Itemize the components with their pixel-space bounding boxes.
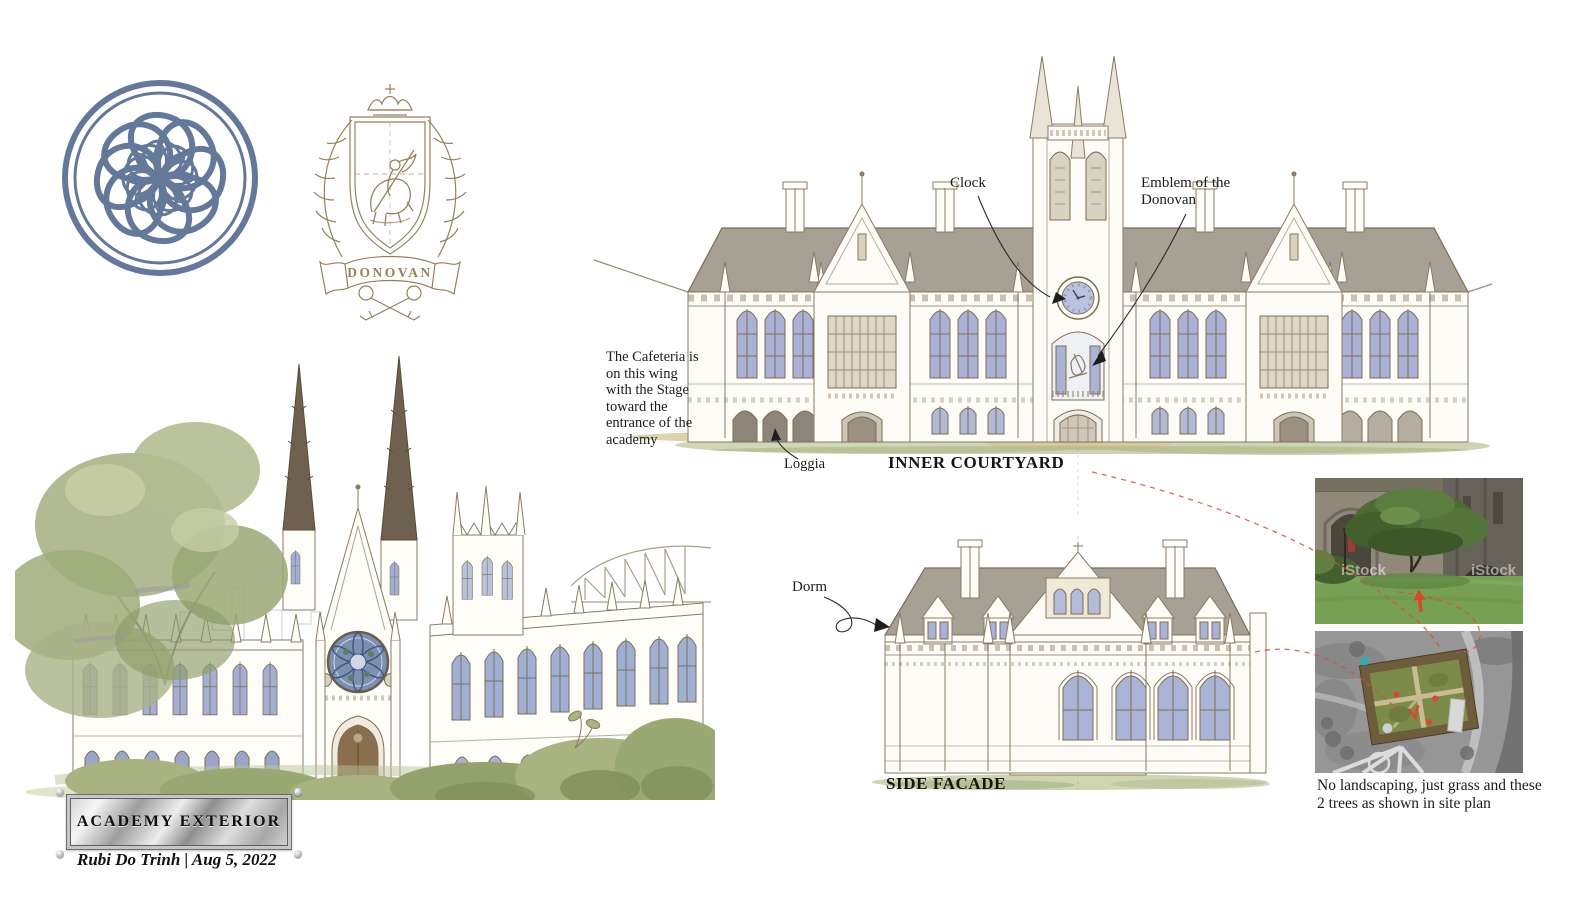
clock-label: Clock (950, 175, 986, 191)
crest-crossed-keys (358, 285, 422, 321)
right-ground-arches (1337, 410, 1423, 443)
side-end-pier (1249, 612, 1267, 774)
cafeteria-note-line: on this wing (606, 365, 678, 382)
site-plan-note-line: No landscaping, just grass and these (1317, 777, 1542, 794)
dorm-pointer-line (823, 596, 877, 633)
crest-laurel-right (427, 119, 467, 258)
crest-shield (349, 116, 431, 255)
left-pavilion (808, 171, 916, 443)
right-pavilion (1240, 171, 1348, 443)
clock-tower (1029, 55, 1127, 443)
rose-window-petals (93, 111, 227, 245)
crest-laurel-left (313, 119, 353, 258)
foliage-foreground (25, 710, 715, 800)
loggia-label: Loggia (784, 456, 826, 472)
chapel-rose-window (326, 630, 390, 694)
author-credit: Rubi Do Trinh | Aug 5, 2022 (77, 850, 277, 869)
cafeteria-note-line: academy (606, 431, 658, 448)
emblem-label-line1: Emblem of the (1141, 175, 1231, 191)
dorm-label: Dorm (792, 579, 827, 595)
emblem-niche (1051, 331, 1105, 401)
siteplan-teal-marker (1360, 656, 1369, 666)
donovan-crest: DONOVAN (313, 84, 467, 321)
siteplan-red-arrow (1407, 704, 1420, 721)
tower-entrance (1053, 409, 1103, 443)
side-ground-wash (872, 774, 1270, 790)
crest-crown (367, 84, 413, 116)
siteplan-shore (1495, 631, 1523, 773)
leaf-doodles (568, 710, 601, 749)
side-facade-title: SIDE FACADE (886, 774, 1007, 793)
rose-window-motif (62, 80, 258, 276)
rose-window-center-flower (125, 143, 195, 213)
emblem-label: Emblem of the Donovan (1141, 175, 1230, 209)
siteplan-fan-paths (1332, 745, 1425, 773)
tree-reference-photo: iStock iStock (1315, 478, 1523, 624)
crest-knight-figure (369, 149, 417, 227)
cafeteria-note-line: The Cafeteria is (606, 349, 699, 365)
inner-courtyard-elevation (593, 55, 1493, 455)
site-plan-note: No landscaping, just grass and these 2 t… (1317, 777, 1542, 813)
screw-icon (56, 850, 64, 858)
academy-perspective-illustration (15, 355, 715, 800)
site-plan-note-line: 2 trees as shown in site plan (1317, 795, 1491, 812)
istock-watermark: iStock (1341, 562, 1387, 579)
side-base-courses (885, 745, 1250, 762)
screw-icon (294, 788, 302, 796)
crest-banner-text: DONOVAN (347, 265, 433, 280)
cafeteria-note-line: toward the (606, 398, 668, 415)
crossing-tower (452, 485, 526, 636)
cafeteria-note-line: with the Stage (606, 382, 689, 398)
chapel-front (282, 355, 418, 796)
emblem-label-line2: Donovan (1141, 192, 1196, 208)
cafeteria-note-line: entrance of the (606, 415, 693, 431)
bridge-truss (570, 545, 712, 603)
perspective-roof-lines (593, 259, 1493, 293)
chimneys (782, 181, 1368, 233)
loggia-arches (732, 410, 818, 443)
screw-icon (294, 850, 302, 858)
tower-clock (1056, 276, 1100, 320)
istock-watermark: iStock (1471, 562, 1517, 579)
watercolor-tree (15, 422, 288, 718)
plaque-title: ACADEMY EXTERIOR (76, 813, 282, 830)
inner-courtyard-title: INNER COURTYARD (888, 453, 1065, 472)
screw-icon (56, 788, 64, 796)
cafeteria-note: The Cafeteria is on this wing with the S… (606, 349, 706, 448)
side-buttresses (894, 612, 1236, 771)
crest-banner (319, 255, 461, 296)
side-facade-elevation (872, 536, 1270, 790)
title-plaque: ACADEMY EXTERIOR (56, 788, 302, 858)
site-plan-aerial (1315, 631, 1523, 773)
